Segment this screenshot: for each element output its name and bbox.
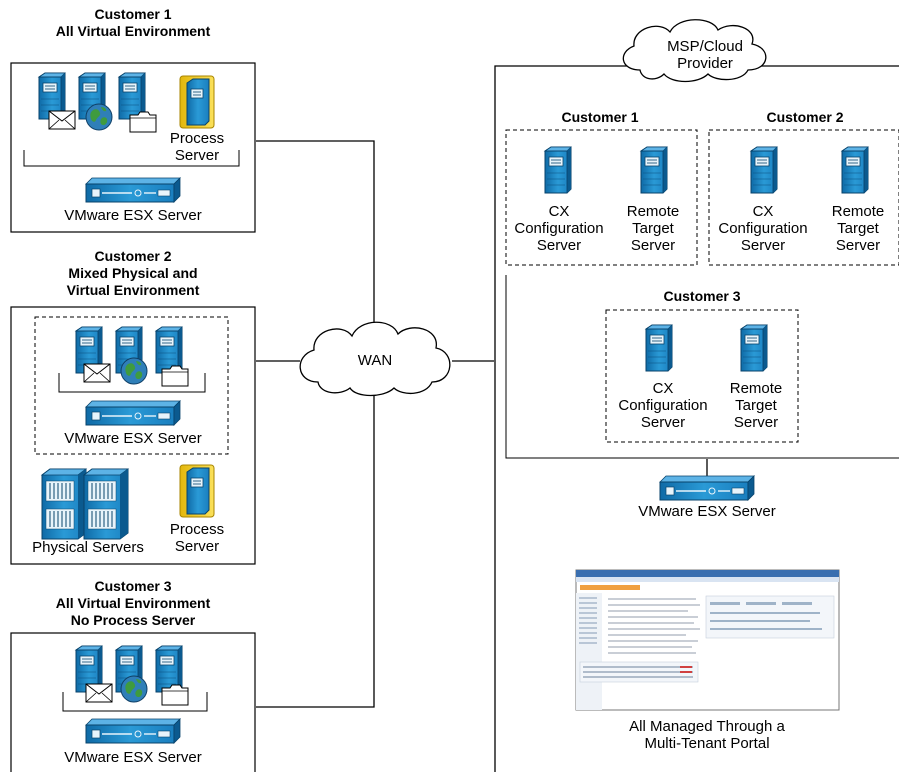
cx-config-label: Configuration [514, 220, 604, 237]
esx-host-icon [85, 718, 181, 744]
customer1-link [256, 140, 375, 335]
vm-bracket [62, 692, 208, 712]
folder-icon [161, 365, 189, 387]
remote-target-label: Target [735, 397, 777, 414]
remote-target-label: Remote [831, 203, 885, 220]
left-customer2-title: Customer 2 [94, 248, 172, 264]
portal-caption: Multi-Tenant Portal [644, 735, 770, 752]
process-server-label: Server [174, 538, 220, 555]
esx-server-label: VMware ESX Server [638, 503, 776, 520]
remote-target-label: Remote [626, 203, 680, 220]
left-customer3-title: Customer 3 [94, 578, 172, 594]
process-server-icon [179, 75, 215, 129]
esx-host-icon [659, 475, 755, 501]
cx-server-icon [645, 324, 673, 372]
portal-screenshot [575, 569, 840, 711]
cx-config-label: CX [548, 203, 570, 220]
globe-icon [85, 103, 113, 131]
vm-bracket [23, 150, 240, 167]
provider-group [494, 19, 899, 772]
left-customer3-subtitle: All Virtual Environment [55, 595, 211, 611]
left-customer2-virtual-box [34, 316, 229, 455]
cx-config-label: Server [640, 414, 686, 431]
provider-customer1-title: Customer 1 [561, 109, 639, 125]
remote-target-server-icon [640, 146, 668, 194]
remote-target-label: Target [837, 220, 879, 237]
left-customer1-group [10, 62, 256, 233]
provider-customer3-title: Customer 3 [663, 288, 741, 304]
folder-icon [129, 111, 157, 133]
remote-target-label: Target [632, 220, 674, 237]
provider-host-bracket [505, 275, 899, 459]
cx-config-label: Server [740, 237, 786, 254]
cx-config-label: Server [536, 237, 582, 254]
cx-config-label: Configuration [618, 397, 708, 414]
left-customer1-title: Customer 1 [94, 6, 172, 22]
left-customer2-subtitle: Mixed Physical and [68, 265, 198, 281]
left-customer1-subtitle: All Virtual Environment [55, 23, 211, 39]
remote-target-label: Server [835, 237, 881, 254]
wan-cloud [299, 321, 451, 397]
provider-boundary [494, 65, 899, 772]
wan-label: WAN [357, 352, 393, 369]
esx-server-label: VMware ESX Server [64, 430, 202, 447]
wan-cloud-shape [299, 321, 451, 397]
remote-target-label: Server [733, 414, 779, 431]
cx-config-label: CX [752, 203, 774, 220]
folder-icon [161, 684, 189, 706]
mail-icon [48, 110, 76, 130]
esx-host-icon [85, 177, 181, 203]
portal-caption: All Managed Through a [629, 718, 785, 735]
remote-target-server-icon [841, 146, 869, 194]
physical-server-icon [83, 468, 129, 540]
process-server-label: Server [174, 147, 220, 164]
provider-customer2-title: Customer 2 [766, 109, 844, 125]
cx-config-label: CX [652, 380, 674, 397]
network-links [256, 140, 708, 708]
esx-server-label: VMware ESX Server [64, 207, 202, 224]
left-customer3-group [10, 632, 256, 772]
remote-target-label: Server [630, 237, 676, 254]
mail-icon [85, 683, 113, 703]
cx-server-icon [544, 146, 572, 194]
provider-cloud-label: Provider [677, 55, 733, 72]
cx-server-icon [750, 146, 778, 194]
left-customer2-subtitle: Virtual Environment [66, 282, 200, 298]
remote-target-label: Remote [729, 380, 783, 397]
vm-bracket [58, 373, 206, 393]
left-customer2-group [10, 306, 256, 565]
physical-servers-label: Physical Servers [32, 539, 144, 556]
customer3-link [256, 395, 375, 708]
provider-cloud-label: MSP/Cloud [667, 38, 743, 55]
remote-target-server-icon [740, 324, 768, 372]
provider-customer2-box [708, 129, 899, 266]
mail-icon [83, 363, 111, 383]
left-customer3-subtitle: No Process Server [70, 612, 196, 628]
process-server-icon [179, 464, 215, 518]
esx-server-label: VMware ESX Server [64, 749, 202, 766]
provider-cloud-shape [622, 19, 767, 83]
process-server-label: Process [169, 130, 225, 147]
cx-config-label: Configuration [718, 220, 808, 237]
globe-icon [120, 675, 148, 703]
process-server-label: Process [169, 521, 225, 538]
provider-customer1-box [505, 129, 698, 266]
globe-icon [120, 357, 148, 385]
esx-host-icon [85, 400, 181, 426]
provider-customer3-box [605, 309, 799, 443]
physical-server-icon [41, 468, 87, 540]
